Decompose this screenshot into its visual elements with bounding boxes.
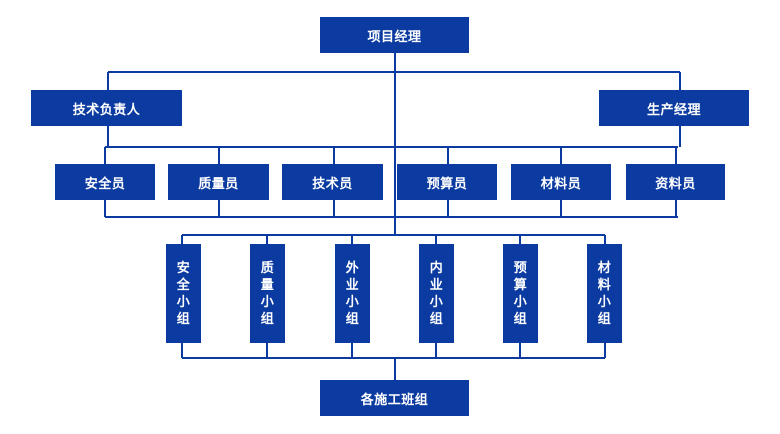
project-manager-node: 项目经理 (320, 17, 469, 53)
node-label: 技术负责人 (72, 102, 141, 118)
staff-budget-node: 预算员 (397, 164, 497, 200)
staff-materials-node: 材料员 (511, 164, 611, 200)
group-budget-node: 预算小组 (503, 244, 538, 343)
node-label: 外业小组 (345, 260, 360, 327)
staff-technician-node: 技术员 (282, 164, 383, 200)
node-label: 安全员 (84, 176, 126, 192)
node-label: 各施工班组 (360, 392, 429, 408)
staff-safety-node: 安全员 (55, 164, 155, 200)
node-label: 质量员 (198, 176, 239, 192)
node-label: 资料员 (655, 176, 696, 192)
node-label: 内业小组 (429, 260, 444, 327)
group-field-node: 外业小组 (335, 244, 370, 343)
node-label: 材料员 (540, 176, 582, 192)
production-manager-node: 生产经理 (599, 90, 749, 126)
tech-lead-node: 技术负责人 (31, 90, 182, 126)
node-label: 安全小组 (176, 260, 191, 327)
staff-documents-node: 资料员 (626, 164, 725, 200)
node-label: 质量小组 (260, 260, 275, 327)
node-label: 项目经理 (367, 29, 422, 45)
node-label: 材料小组 (597, 260, 612, 327)
node-label: 技术员 (312, 176, 353, 192)
staff-quality-node: 质量员 (168, 164, 269, 200)
node-label: 生产经理 (646, 102, 701, 118)
node-label: 预算员 (426, 176, 468, 192)
group-office-node: 内业小组 (419, 244, 454, 343)
group-quality-node: 质量小组 (250, 244, 285, 343)
group-safety-node: 安全小组 (166, 244, 201, 343)
node-label: 预算小组 (513, 260, 528, 327)
group-materials-node: 材料小组 (587, 244, 622, 343)
construction-teams-node: 各施工班组 (320, 380, 469, 416)
